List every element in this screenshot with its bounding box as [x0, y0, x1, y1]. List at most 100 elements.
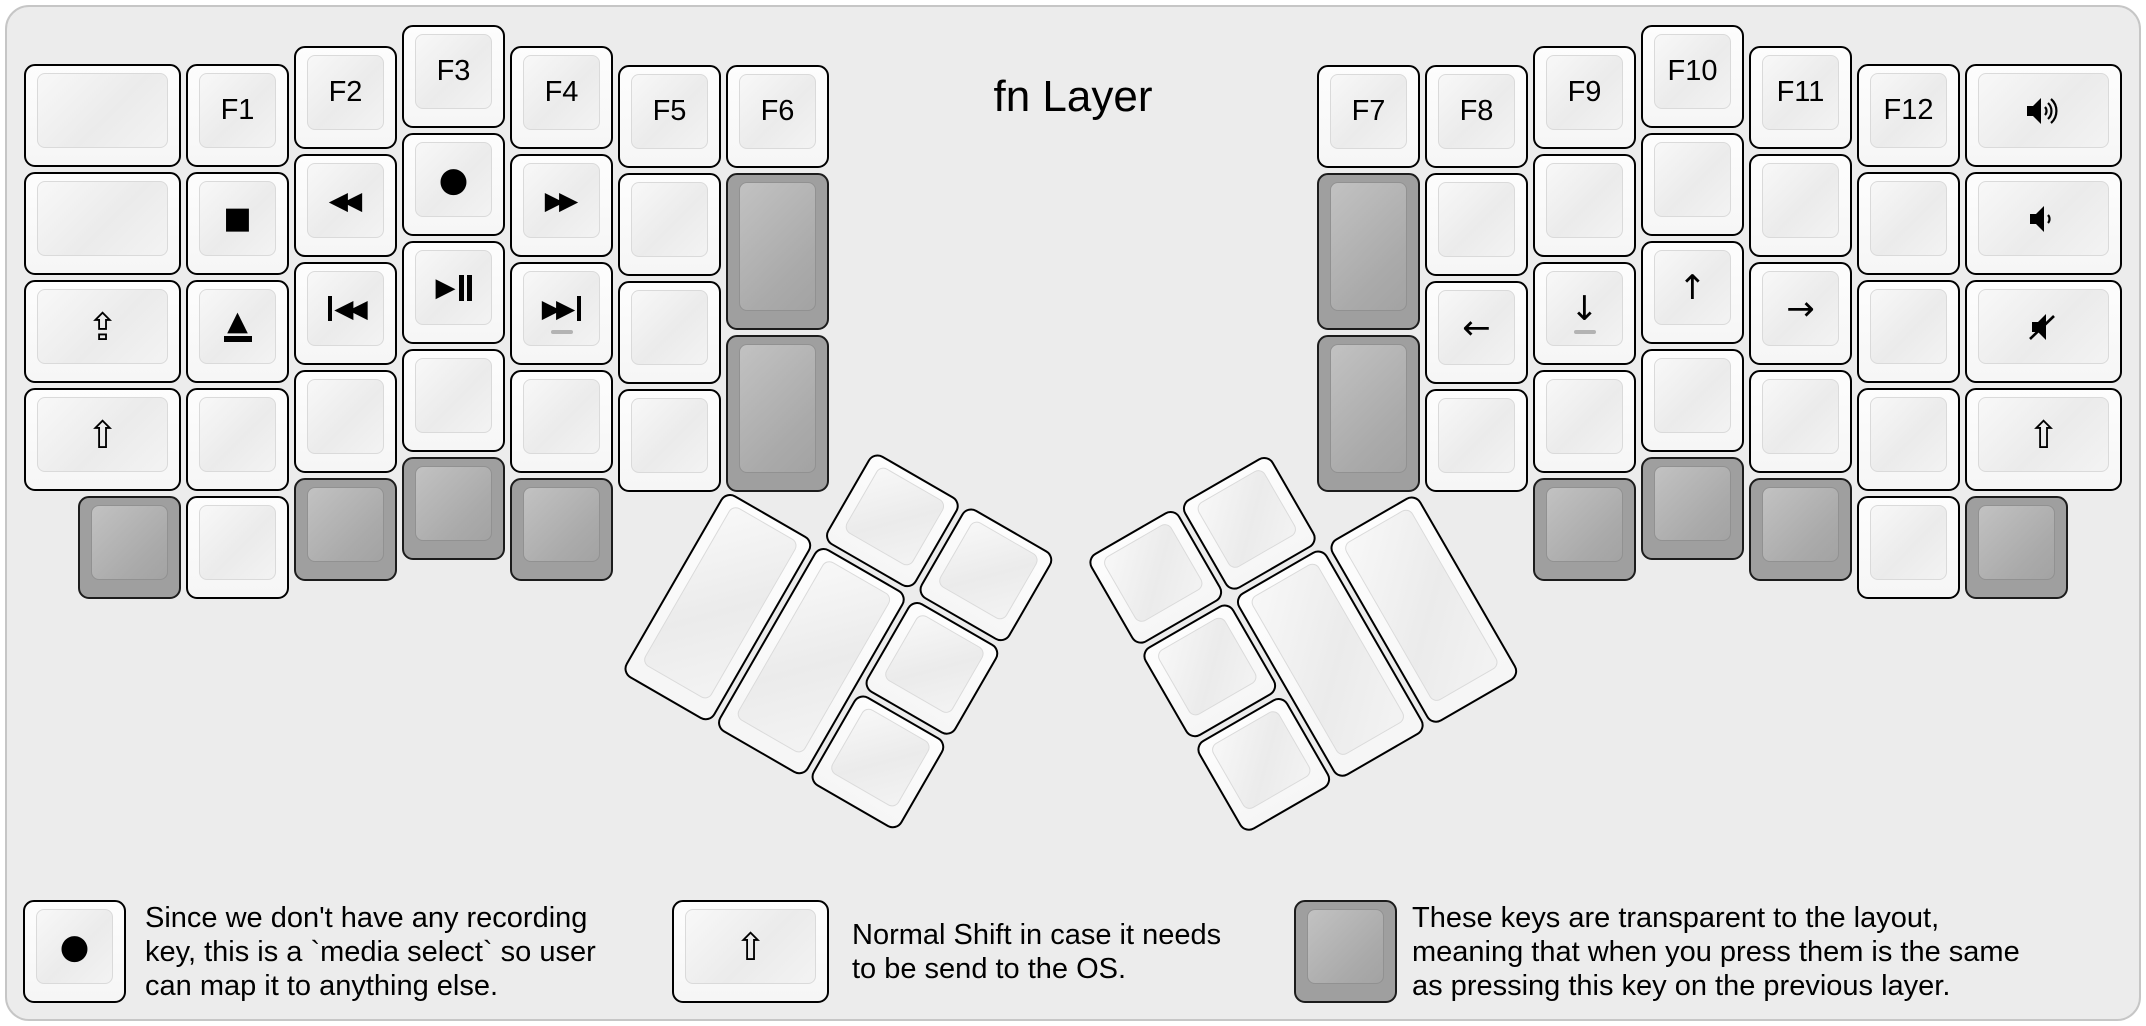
fast-forward-icon: ▶▶: [544, 186, 579, 215]
key-eject[interactable]: ▲: [186, 280, 289, 383]
key-vol-up[interactable]: [1965, 64, 2122, 167]
key-blank[interactable]: [402, 349, 505, 452]
key-f3[interactable]: F3: [402, 25, 505, 128]
keycap-top: [1762, 379, 1839, 454]
key-rewind[interactable]: ◀◀: [294, 154, 397, 257]
key-f7[interactable]: F7: [1317, 65, 1420, 168]
key-blank[interactable]: [1641, 133, 1744, 236]
key-mute[interactable]: [1965, 280, 2122, 383]
key-transparent[interactable]: [294, 478, 397, 581]
key-label: F5: [652, 95, 687, 127]
key-blank[interactable]: [510, 370, 613, 473]
key-f12[interactable]: F12: [1857, 64, 1960, 167]
key-label: F6: [760, 95, 795, 127]
key-transparent[interactable]: [1641, 457, 1744, 560]
key-f6[interactable]: F6: [726, 65, 829, 168]
key-transparent[interactable]: [1294, 900, 1397, 1003]
keycap-top: ◀◀: [307, 271, 384, 346]
key-transparent[interactable]: [510, 478, 613, 581]
key-skip-back[interactable]: ◀◀: [294, 262, 397, 365]
key-f8[interactable]: F8: [1425, 65, 1528, 168]
keycap-top: ▲: [199, 289, 276, 364]
key-blank[interactable]: [24, 64, 181, 167]
key-up[interactable]: ↑: [1641, 241, 1744, 344]
key-transparent[interactable]: [1749, 478, 1852, 581]
keycap-top: [1438, 182, 1515, 257]
key-left[interactable]: ←: [1425, 281, 1528, 384]
keycap-top: [37, 73, 168, 148]
key-capslock[interactable]: ⇪: [24, 280, 181, 383]
key-transparent[interactable]: [402, 457, 505, 560]
key-right[interactable]: →: [1749, 262, 1852, 365]
key-blank[interactable]: [1425, 173, 1528, 276]
key-blank[interactable]: [1857, 280, 1960, 383]
keycap-top: F12: [1870, 73, 1947, 148]
key-f4[interactable]: F4: [510, 46, 613, 149]
key-blank[interactable]: [186, 388, 289, 491]
key-blank[interactable]: [1533, 154, 1636, 257]
key-play-pause[interactable]: ▶: [402, 241, 505, 344]
key-blank[interactable]: [1749, 370, 1852, 473]
key-blank[interactable]: [1641, 349, 1744, 452]
keycap-top: [1762, 163, 1839, 238]
key-transparent[interactable]: [1965, 496, 2068, 599]
skip-back-icon: ◀◀: [328, 296, 368, 321]
key-blank[interactable]: [1425, 389, 1528, 492]
keycap-top: [523, 379, 600, 454]
key-f1[interactable]: F1: [186, 64, 289, 167]
keycap-top: ●: [36, 909, 113, 984]
key-transparent[interactable]: [1317, 335, 1420, 492]
key-blank[interactable]: [618, 173, 721, 276]
stop-icon: ■: [223, 200, 252, 236]
key-label: F12: [1883, 94, 1934, 126]
key-stop[interactable]: ■: [186, 172, 289, 275]
key-blank[interactable]: [294, 370, 397, 473]
key-blank[interactable]: [618, 389, 721, 492]
key-transparent[interactable]: [1317, 173, 1420, 330]
keycap-top: ⇧: [685, 909, 816, 984]
keycap-top: F11: [1762, 55, 1839, 130]
key-blank[interactable]: [1533, 370, 1636, 473]
keycap-top: ◀◀: [307, 163, 384, 238]
key-blank[interactable]: [1749, 154, 1852, 257]
keycap-top: [1870, 181, 1947, 256]
key-blank[interactable]: [1857, 172, 1960, 275]
key-vol-down[interactable]: [1965, 172, 2122, 275]
key-f11[interactable]: F11: [1749, 46, 1852, 149]
key-transparent[interactable]: [726, 335, 829, 492]
key-shift[interactable]: ⇧: [24, 388, 181, 491]
key-blank[interactable]: [186, 496, 289, 599]
key-blank[interactable]: [1857, 496, 1960, 599]
key-blank[interactable]: [24, 172, 181, 275]
keycap-top: [199, 397, 276, 472]
keycap-top: [739, 344, 816, 473]
key-f9[interactable]: F9: [1533, 46, 1636, 149]
play-pause-icon: ▶: [436, 274, 472, 301]
key-shift[interactable]: ⇧: [672, 900, 829, 1003]
key-record[interactable]: ●: [23, 900, 126, 1003]
keycap-top: ⇧: [1978, 397, 2109, 472]
key-down[interactable]: ↓: [1533, 262, 1636, 365]
key-transparent[interactable]: [1533, 478, 1636, 581]
key-record[interactable]: ●: [402, 133, 505, 236]
key-fast-forward[interactable]: ▶▶: [510, 154, 613, 257]
key-transparent[interactable]: [78, 496, 181, 599]
key-transparent[interactable]: [726, 173, 829, 330]
key-blank[interactable]: [1857, 388, 1960, 491]
key-shift[interactable]: ⇧: [1965, 388, 2122, 491]
keycap-top: [1546, 487, 1623, 562]
keycap-top: [1978, 289, 2109, 364]
key-skip-next[interactable]: ▶▶: [510, 262, 613, 365]
keycap-top: F8: [1438, 74, 1515, 149]
keycap-top: [1978, 73, 2109, 148]
legend-text-line: Since we don't have any recording: [145, 902, 588, 934]
keycap-top: F2: [307, 55, 384, 130]
key-f10[interactable]: F10: [1641, 25, 1744, 128]
homing-bar: [550, 330, 573, 334]
key-blank[interactable]: [618, 281, 721, 384]
keycap-top: [1762, 487, 1839, 562]
key-f5[interactable]: F5: [618, 65, 721, 168]
keycap-top: ●: [415, 142, 492, 217]
key-f2[interactable]: F2: [294, 46, 397, 149]
